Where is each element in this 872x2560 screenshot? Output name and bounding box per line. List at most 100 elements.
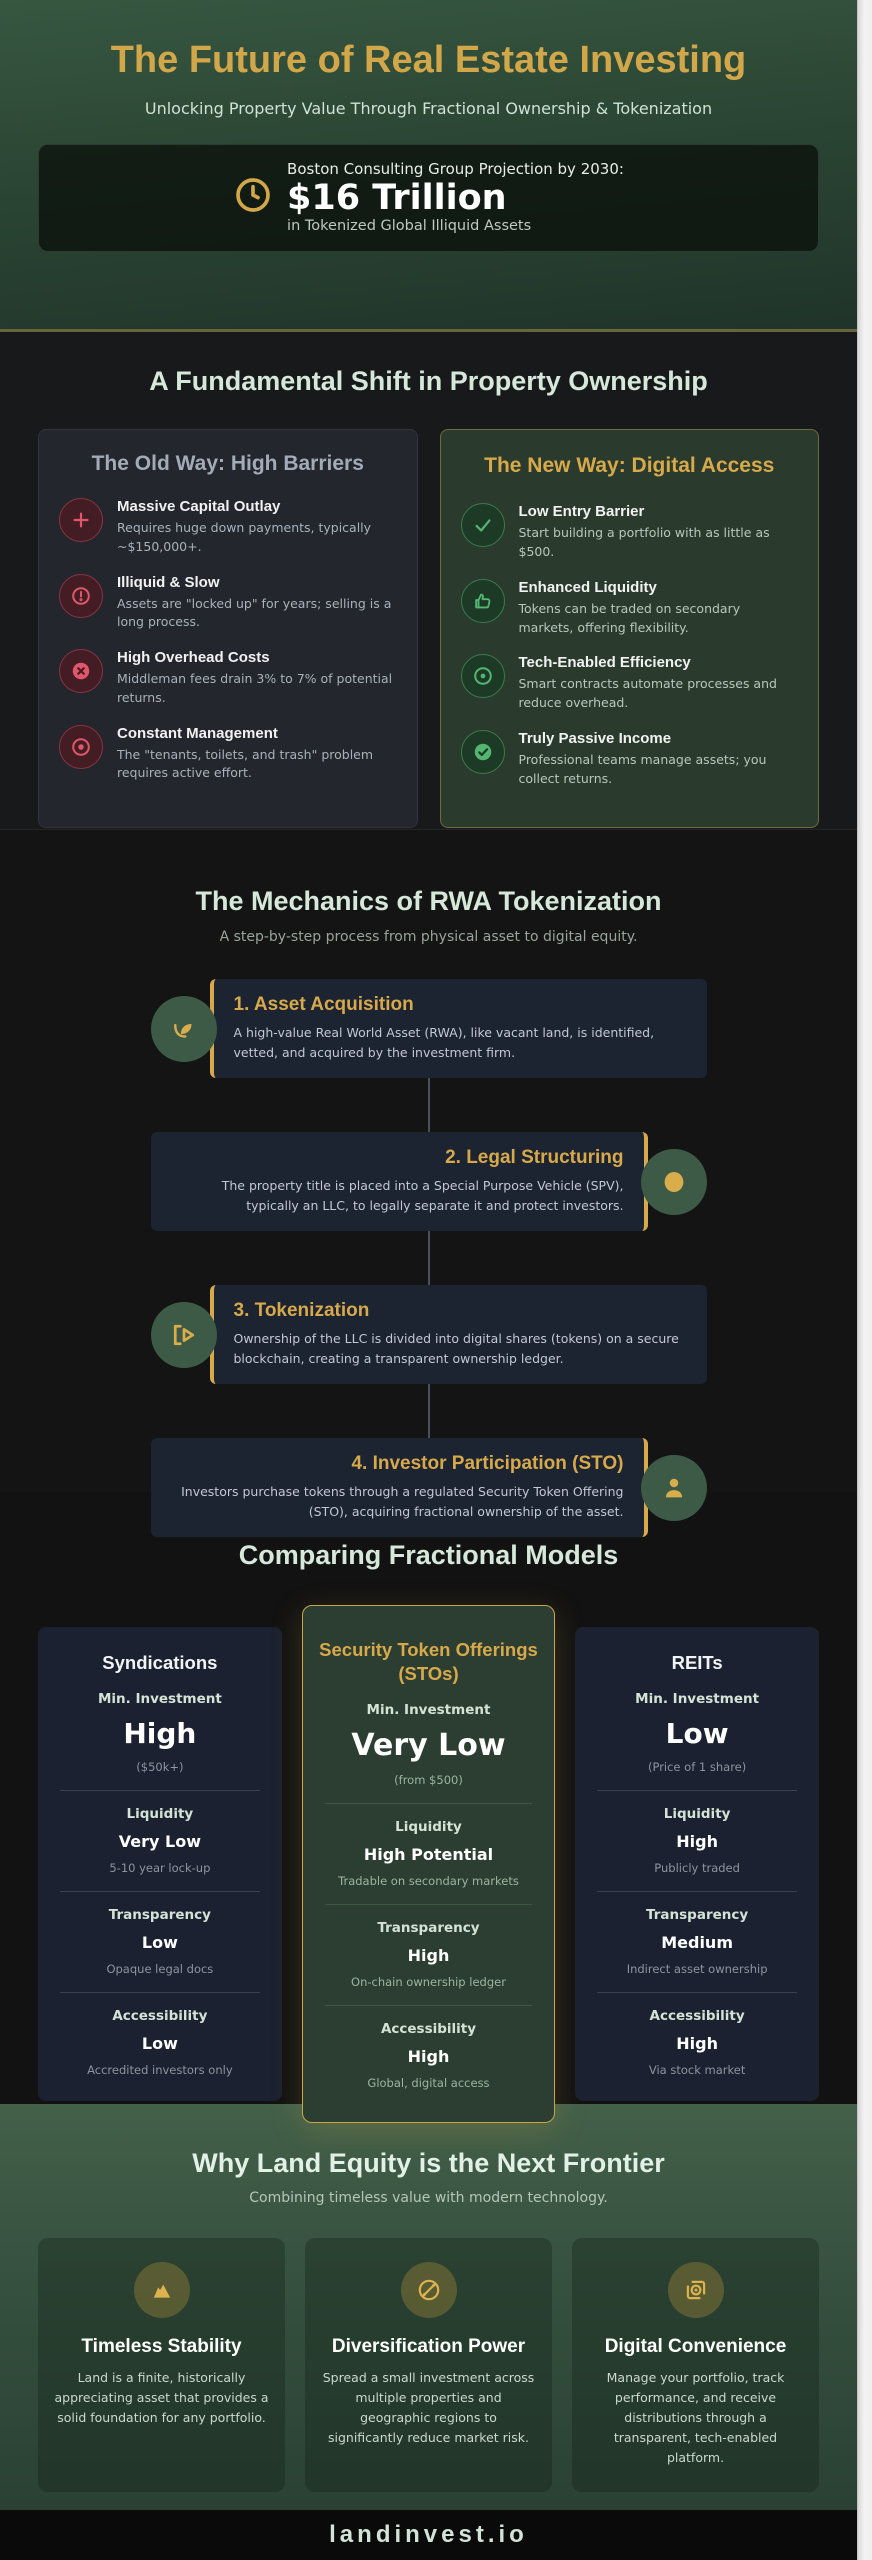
feature-desc: Professional teams manage assets; you co… xyxy=(518,751,767,786)
metric-label: Min. Investment xyxy=(366,1702,491,1719)
step-title: 3. Tokenization xyxy=(233,1300,370,1321)
brand-name: landinvest.io xyxy=(329,2521,528,2548)
metric-value: Low xyxy=(665,1717,729,1751)
frontier-card-desc: Land is a finite, historically appreciat… xyxy=(54,2369,269,2425)
step-card: 3. Tokenization Ownership of the LLC is … xyxy=(209,1285,707,1384)
metric-label: Transparency xyxy=(377,1920,480,1937)
mechanics-heading: The Mechanics of RWA Tokenization xyxy=(195,886,662,916)
mechanics-subheading: A step-by-step process from physical ass… xyxy=(219,929,638,945)
feature-desc: Middleman fees drain 3% to 7% of potenti… xyxy=(117,671,393,705)
step-desc: Ownership of the LLC is divided into dig… xyxy=(233,1331,679,1366)
comparison-card-stos: Security Token Offerings (STOs) Min. Inv… xyxy=(301,1605,556,2124)
metric-note: Tradable on secondary markets xyxy=(338,1874,519,1889)
shift-section: A Fundamental Shift in Property Ownershi… xyxy=(0,332,857,830)
tokenization-timeline: 1. Asset Acquisition A high-value Real W… xyxy=(150,979,707,1537)
feature-desc: Start building a portfolio with as littl… xyxy=(518,525,770,560)
step-card: 4. Investor Participation (STO) Investor… xyxy=(150,1438,648,1537)
metric-note: Indirect asset ownership xyxy=(626,1962,768,1977)
check-icon xyxy=(460,503,505,548)
alert-circle-icon xyxy=(59,573,103,618)
metric-note: On-chain ownership ledger xyxy=(351,1975,506,1990)
divider xyxy=(597,1790,797,1792)
divider xyxy=(324,1803,533,1805)
old-way-card: The Old Way: High Barriers Massive Capit… xyxy=(38,429,418,829)
hero-section: The Future of Real Estate Investing Unlo… xyxy=(0,0,857,332)
metric-value: High xyxy=(407,2047,450,2067)
metric-value: Low xyxy=(141,1933,178,1953)
metric-value: Very Low xyxy=(351,1728,506,1764)
comparison-card-title: Syndications xyxy=(102,1652,218,1674)
step-desc: Investors purchase tokens through a regu… xyxy=(181,1484,624,1519)
feature-title: Constant Management xyxy=(117,724,278,742)
metric-label: Accessibility xyxy=(380,2021,477,2038)
timeline-step: 3. Tokenization Ownership of the LLC is … xyxy=(150,1285,707,1384)
comparison-card-title: REITs xyxy=(671,1652,723,1674)
frontier-heading: Why Land Equity is the Next Frontier xyxy=(192,2148,665,2178)
metric-label: Liquidity xyxy=(663,1806,731,1823)
diversification-icon xyxy=(400,2262,457,2318)
coin-icon xyxy=(640,1148,707,1215)
metric-note: (Price of 1 share) xyxy=(647,1760,747,1775)
metric-value: High xyxy=(676,1832,718,1852)
metric-label: Min. Investment xyxy=(635,1691,760,1708)
divider xyxy=(324,2005,533,2007)
divider xyxy=(60,1790,260,1792)
mountain-icon xyxy=(133,2262,190,2318)
metric-note: Publicly traded xyxy=(654,1861,740,1876)
timeline-step: 1. Asset Acquisition A high-value Real W… xyxy=(150,979,707,1078)
metric-note: Via stock market xyxy=(648,2063,746,2078)
projection-stat-card: Boston Consulting Group Projection by 20… xyxy=(38,144,819,253)
new-way-title: The New Way: Digital Access xyxy=(484,454,775,477)
plus-icon xyxy=(59,498,103,542)
feature-title: Enhanced Liquidity xyxy=(518,578,657,596)
thumbs-up-icon xyxy=(460,578,505,623)
frontier-card-convenience: Digital Convenience Manage your portfoli… xyxy=(572,2238,819,2492)
timeline-step: 2. Legal Structuring The property title … xyxy=(150,1132,707,1231)
stat-label: Boston Consulting Group Projection by 20… xyxy=(287,160,624,179)
hand-holding-asset-icon xyxy=(150,995,217,1062)
mechanics-section: The Mechanics of RWA Tokenization A step… xyxy=(0,830,857,1537)
clock-icon xyxy=(233,175,287,219)
timeline-step: 4. Investor Participation (STO) Investor… xyxy=(150,1438,707,1537)
timeline-connector xyxy=(427,1231,430,1285)
metric-value: High Potential xyxy=(363,1845,494,1865)
feature-desc: Requires huge down payments, typically ~… xyxy=(117,520,372,554)
frontier-card-stability: Timeless Stability Land is a finite, his… xyxy=(38,2238,285,2492)
metric-note: ($50k+) xyxy=(136,1760,184,1775)
frontier-card-title: Timeless Stability xyxy=(81,2336,242,2357)
metric-note: Opaque legal docs xyxy=(106,1962,214,1977)
step-desc: The property title is placed into a Spec… xyxy=(221,1178,624,1213)
frontier-card-title: Diversification Power xyxy=(331,2336,526,2357)
divider xyxy=(597,1891,797,1893)
feature-title: Truly Passive Income xyxy=(518,729,672,747)
comparison-card-syndications: Syndications Min. Investment High ($50k+… xyxy=(38,1627,282,2102)
feature-title: Massive Capital Outlay xyxy=(117,498,281,515)
scrollbar[interactable] xyxy=(857,0,872,2560)
divider xyxy=(324,1904,533,1906)
frontier-card-desc: Spread a small investment across multipl… xyxy=(322,2369,535,2445)
frontier-card-diversification: Diversification Power Spread a small inv… xyxy=(305,2238,552,2492)
feature-desc: Smart contracts automate processes and r… xyxy=(518,676,777,711)
metric-note: (from $500) xyxy=(394,1773,463,1788)
timeline-connector xyxy=(427,1384,430,1438)
metric-label: Accessibility xyxy=(112,2008,208,2025)
frontier-card-title: Digital Convenience xyxy=(604,2336,787,2357)
metric-label: Liquidity xyxy=(395,1819,462,1836)
metric-note: Accredited investors only xyxy=(87,2063,233,2078)
metric-label: Liquidity xyxy=(126,1806,194,1823)
divider xyxy=(60,1992,260,1994)
step-card: 2. Legal Structuring The property title … xyxy=(150,1132,648,1231)
check-circle-icon xyxy=(460,729,505,774)
divider xyxy=(60,1891,260,1893)
page-subtitle: Unlocking Property Value Through Fractio… xyxy=(144,99,713,119)
step-title: 4. Investor Participation (STO) xyxy=(351,1453,624,1474)
comparison-section: Comparing Fractional Models Syndications… xyxy=(0,1492,857,2124)
frontier-card-desc: Manage your portfolio, track performance… xyxy=(606,2369,785,2465)
divider xyxy=(597,1992,797,1994)
metric-label: Min. Investment xyxy=(97,1691,222,1708)
frontier-section: Why Land Equity is the Next Frontier Com… xyxy=(0,2104,857,2510)
